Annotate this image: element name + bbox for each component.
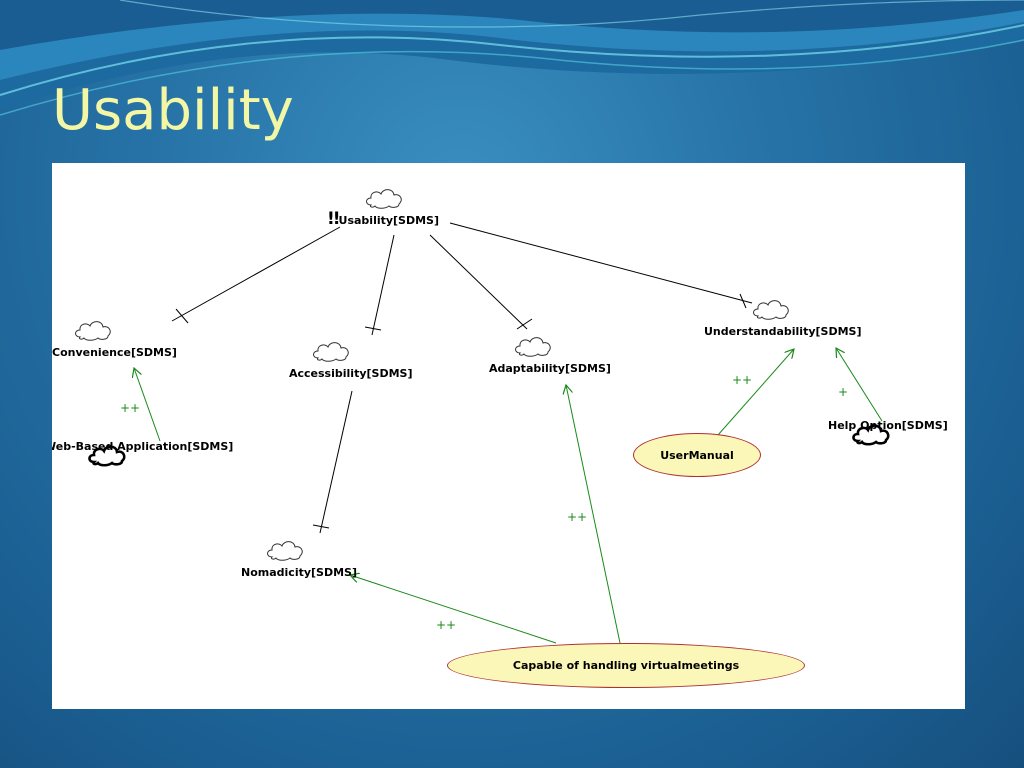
link-usability-adaptability (429, 234, 528, 330)
link-usability-convenience (171, 226, 341, 322)
softgoal-convenience: Convenience[SDMS] (52, 346, 177, 359)
link-web-convenience (134, 368, 161, 442)
link-manual-understandability (717, 349, 794, 436)
link-tick (739, 293, 747, 309)
link-tick (175, 308, 189, 324)
contribution-label: ++ (436, 618, 457, 632)
wave-header-decoration (0, 0, 1024, 116)
softgoal-usability: !!Usability[SDMS] (327, 209, 439, 229)
link-meetings-nomadicity (350, 575, 557, 644)
operationalization-user-manual: UserManual (633, 433, 761, 477)
softgoal-adaptability: Adaptability[SDMS] (489, 362, 611, 375)
contribution-label: + (838, 385, 849, 399)
link-accessibility-nomadicity (319, 390, 353, 534)
slide-title: Usability (52, 78, 294, 143)
link-tick (516, 318, 533, 330)
softgoal-usability-label: Usability[SDMS] (338, 214, 440, 227)
softgoal-accessibility: Accessibility[SDMS] (289, 367, 413, 380)
softgoal-help-option: Help Option[SDMS] (828, 419, 948, 432)
contribution-label: ++ (732, 373, 753, 387)
link-usability-accessibility (371, 234, 395, 336)
contribution-label: ++ (567, 510, 588, 524)
link-tick (312, 524, 330, 529)
priority-mark: !! (327, 209, 340, 229)
softgoal-cloud-icon (313, 342, 349, 362)
link-meetings-adaptability (566, 385, 621, 644)
softgoal-cloud-icon (366, 189, 402, 209)
softgoal-cloud-icon (75, 321, 111, 341)
softgoal-diagram: !!Usability[SDMS] Convenience[SDMS] Acce… (52, 163, 965, 709)
link-usability-understandability (449, 222, 753, 304)
operationalization-virtual-meetings: Capable of handling virtualmeetings (447, 643, 805, 688)
softgoal-cloud-icon (753, 300, 789, 320)
decomposition-links (171, 222, 753, 534)
link-help-understandability (836, 348, 883, 422)
softgoal-web-based-application: Web-Based Application[SDMS] (52, 440, 234, 453)
softgoal-understandability: Understandability[SDMS] (704, 325, 862, 338)
diagram-links (75, 189, 890, 644)
contribution-links (134, 348, 883, 644)
link-tick (364, 326, 382, 331)
softgoal-cloud-icon (515, 337, 551, 357)
softgoal-nomadicity: Nomadicity[SDMS] (241, 566, 357, 579)
contribution-label: ++ (120, 401, 141, 415)
softgoal-cloud-icon (267, 541, 303, 561)
